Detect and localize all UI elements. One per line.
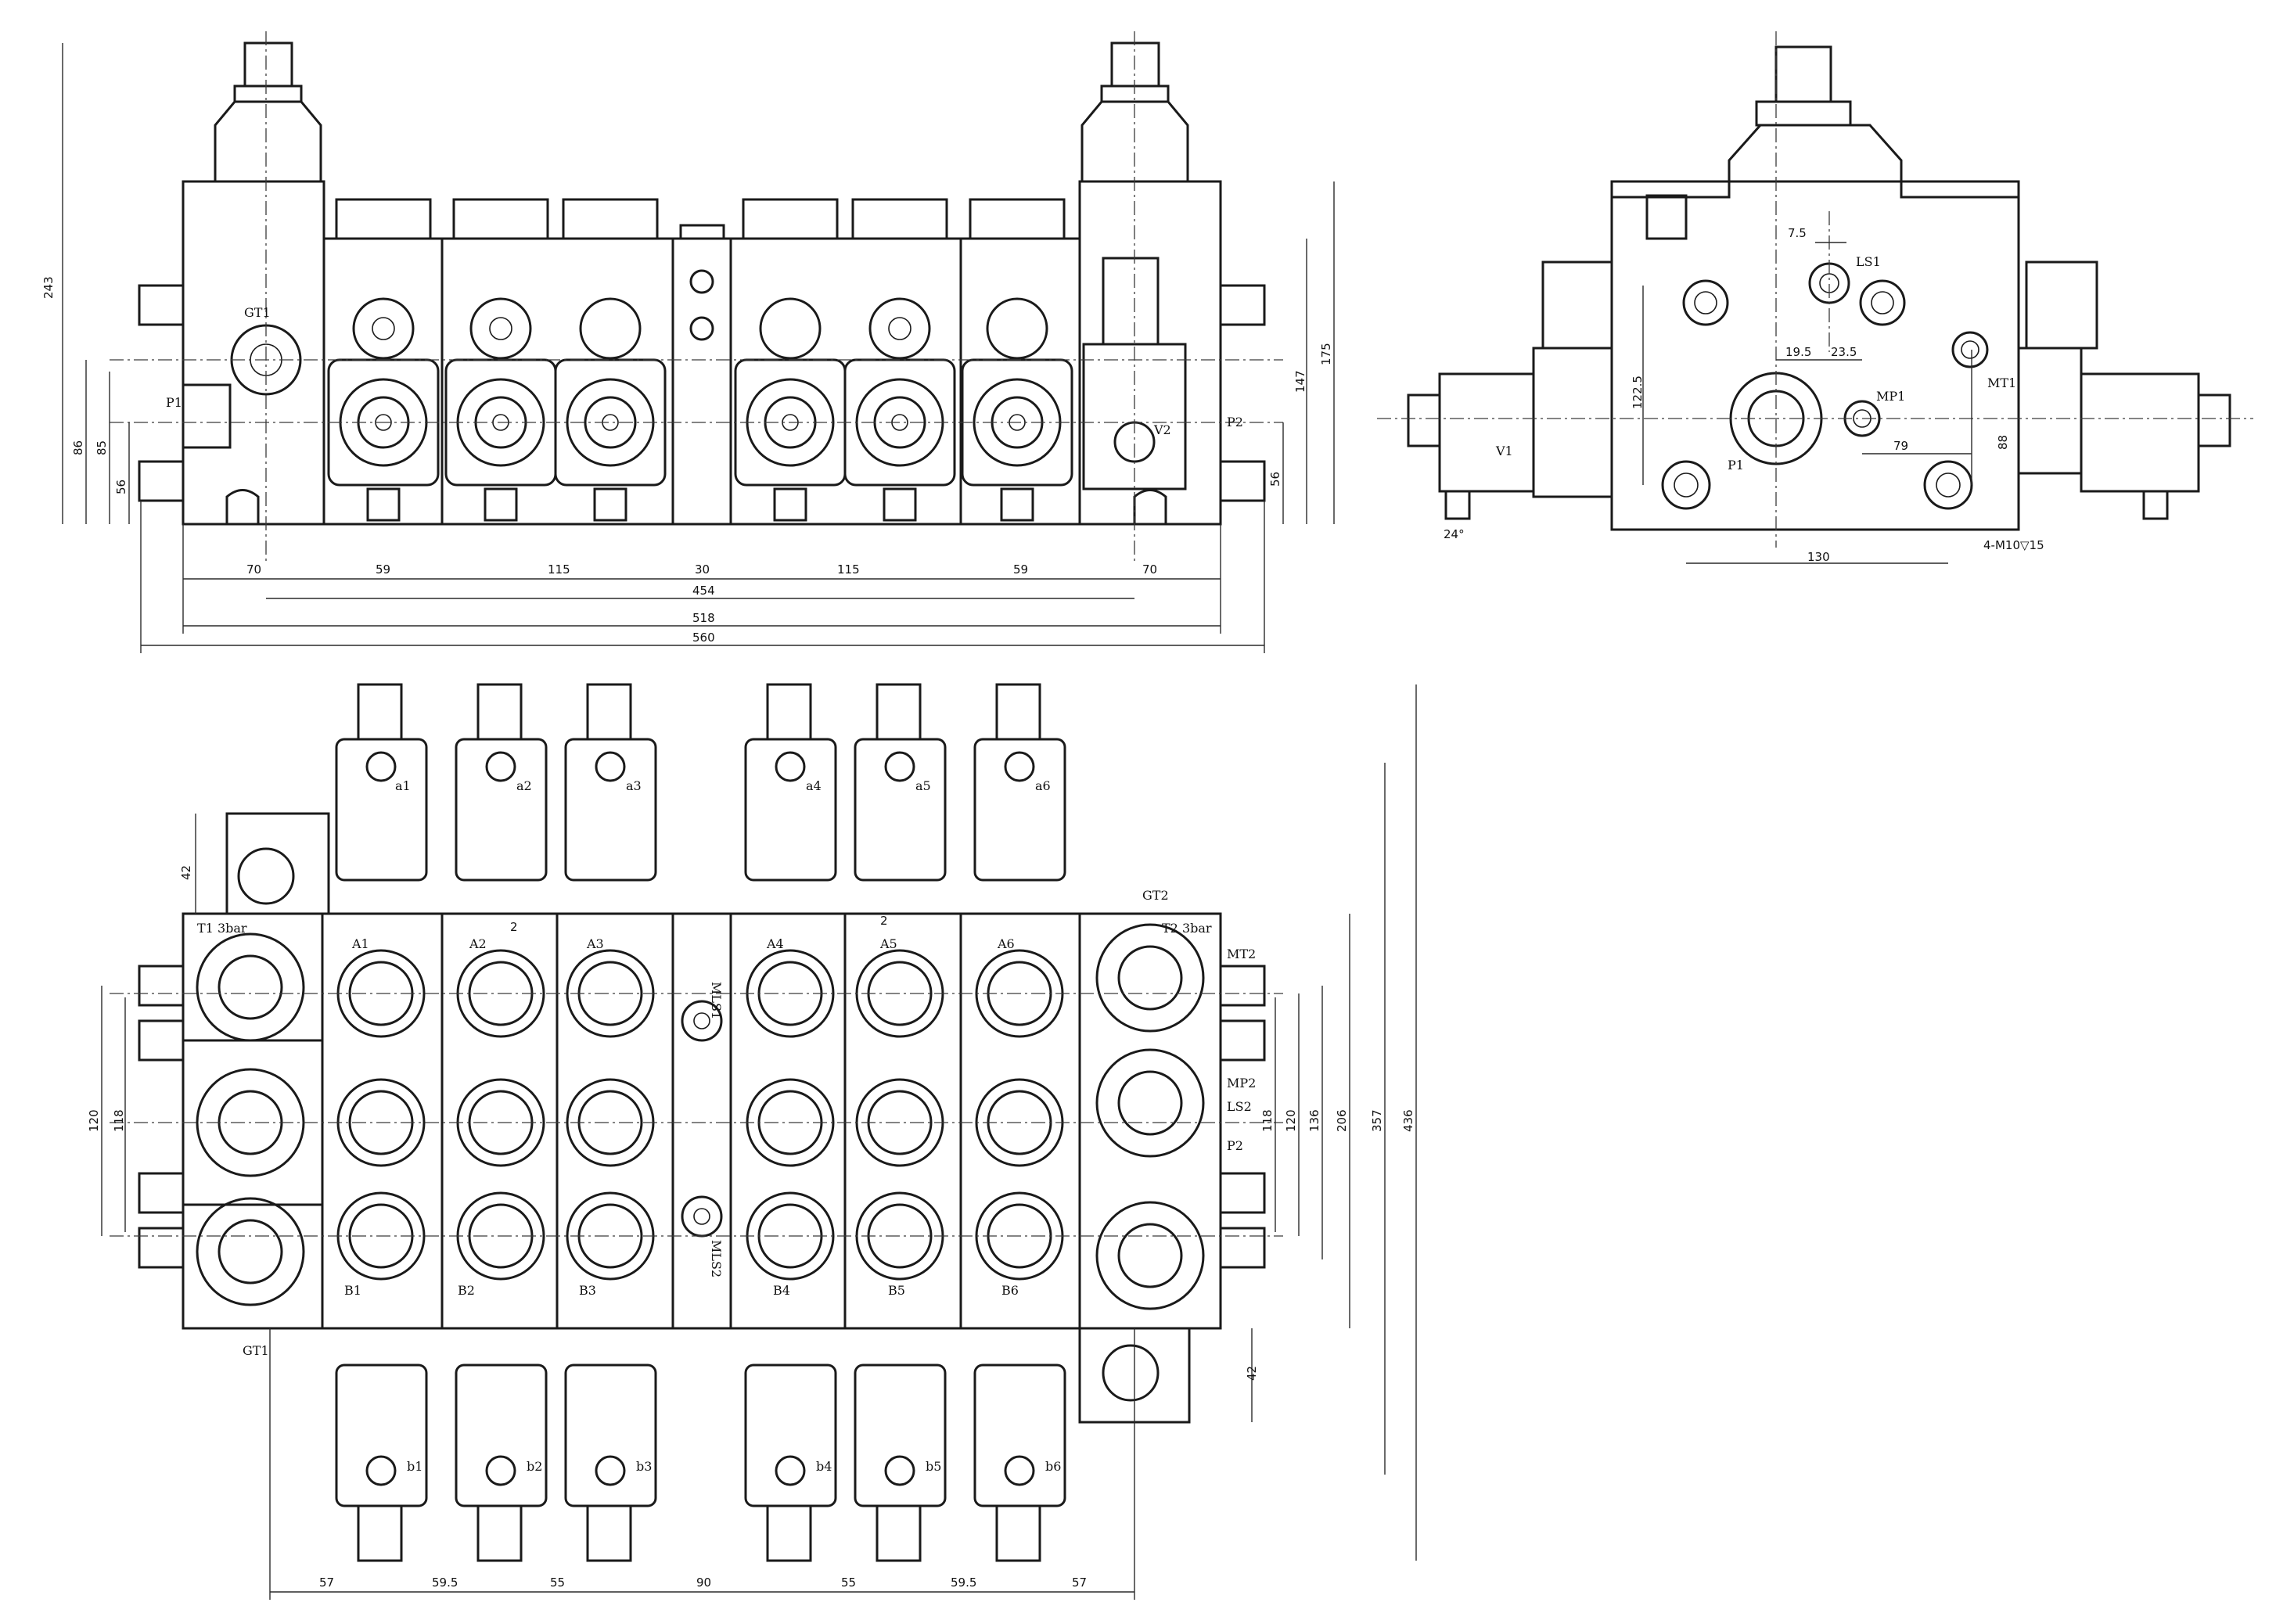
top-a5-label: a5 <box>915 778 931 793</box>
front-dim-bottom-2: 115 <box>548 562 570 577</box>
top-b1-label: b1 <box>407 1459 422 1474</box>
top-mls2-label: MLS2 <box>709 1240 724 1277</box>
side-mp1-label: MP1 <box>1876 389 1905 404</box>
top-a4-label: a4 <box>806 778 822 793</box>
top-A1-label: A1 <box>351 936 369 951</box>
top-mp2-label: MP2 <box>1227 1076 1256 1090</box>
top-dim-small-0: 2 <box>510 920 518 934</box>
top-B6-label: B6 <box>1001 1283 1019 1298</box>
front-dim-right-2: 56 <box>1268 472 1282 487</box>
side-mt1-label: MT1 <box>1987 375 2016 390</box>
side-dim-7: 4-M10▽15 <box>1983 538 2044 552</box>
top-t1-label: T1 3bar <box>197 921 247 936</box>
top-A6-label: A6 <box>997 936 1015 951</box>
top-dim-left-0: 42 <box>179 865 193 880</box>
top-dim-bottom-3: 90 <box>696 1575 711 1590</box>
top-p2-label: P2 <box>1227 1138 1243 1153</box>
front-dim-bottom-1: 59 <box>376 562 390 577</box>
side-view <box>1377 31 2253 564</box>
top-mls1-label: MLS1 <box>709 982 724 1019</box>
top-dim-right-0: 118 <box>1260 1109 1275 1132</box>
top-ls2-label: LS2 <box>1227 1099 1252 1114</box>
front-dim-left-2: 85 <box>95 440 109 455</box>
top-view <box>101 683 1417 1600</box>
top-a3-label: a3 <box>626 778 642 793</box>
top-dim-bottom-6: 57 <box>1072 1575 1087 1590</box>
side-dim-1: 19.5 <box>1785 345 1811 359</box>
top-dim-right-3: 206 <box>1335 1109 1349 1132</box>
top-A3-label: A3 <box>586 936 604 951</box>
side-dim-6: 130 <box>1807 550 1830 564</box>
top-dim-left-1: 120 <box>87 1109 101 1132</box>
front-dim-bottom-3: 30 <box>695 562 710 577</box>
top-b3-label: b3 <box>636 1459 652 1474</box>
top-mt2-label: MT2 <box>1227 947 1256 961</box>
side-dim-2: 23.5 <box>1831 345 1857 359</box>
front-dim-overall-1: 518 <box>692 611 715 625</box>
top-dim-bottom-4: 55 <box>841 1575 856 1590</box>
front-dim-bottom-4: 115 <box>837 562 860 577</box>
top-a1-label: a1 <box>395 778 411 793</box>
top-dim-small-1: 2 <box>880 914 888 928</box>
front-dim-overall-0: 454 <box>692 584 715 598</box>
front-dim-left-3: 56 <box>114 480 128 494</box>
top-dim-right-4: 357 <box>1370 1109 1384 1132</box>
front-dim-right-0: 175 <box>1319 343 1333 365</box>
front-dim-left-0: 243 <box>41 276 56 299</box>
top-a6-label: a6 <box>1035 778 1051 793</box>
top-B5-label: B5 <box>888 1283 905 1298</box>
top-dim-left-2: 118 <box>112 1109 126 1132</box>
top-B2-label: B2 <box>458 1283 475 1298</box>
front-view <box>62 31 1335 653</box>
front-dim-left-1: 86 <box>71 440 85 455</box>
top-b2-label: b2 <box>527 1459 542 1474</box>
top-dim-bottom-1: 59.5 <box>432 1575 458 1590</box>
front-gt1-label: GT1 <box>244 305 271 320</box>
front-p1-label: P1 <box>166 395 182 410</box>
front-dim-bottom-0: 70 <box>246 562 261 577</box>
side-dim-0: 7.5 <box>1788 226 1807 240</box>
top-B3-label: B3 <box>579 1283 596 1298</box>
top-dim-bottom-5: 59.5 <box>951 1575 976 1590</box>
front-p2-label: P2 <box>1227 415 1243 429</box>
top-t2-label: T2 3bar <box>1162 921 1212 936</box>
side-ls1-label: LS1 <box>1856 254 1881 269</box>
side-dim-4: 79 <box>1893 439 1908 453</box>
top-dim-bottom-0: 57 <box>319 1575 334 1590</box>
front-dim-right-1: 147 <box>1293 370 1307 393</box>
side-v1-label: V1 <box>1495 444 1513 458</box>
top-dim-bottom-2: 55 <box>550 1575 565 1590</box>
top-dim-right-1: 120 <box>1284 1109 1298 1132</box>
front-v2-label: V2 <box>1153 422 1171 437</box>
top-gt2-label: GT2 <box>1142 888 1169 903</box>
top-dim-right-2: 136 <box>1307 1109 1321 1132</box>
top-dim-bottom-right: 42 <box>1245 1366 1259 1381</box>
top-A4-label: A4 <box>766 936 784 951</box>
front-dim-overall-2: 560 <box>692 631 715 645</box>
side-p1-label: P1 <box>1728 458 1744 472</box>
top-b5-label: b5 <box>926 1459 941 1474</box>
front-dim-bottom-6: 70 <box>1142 562 1157 577</box>
top-b6-label: b6 <box>1045 1459 1061 1474</box>
side-dim-8: 24° <box>1444 527 1465 541</box>
top-a2-label: a2 <box>516 778 532 793</box>
top-A2-label: A2 <box>469 936 487 951</box>
top-b4-label: b4 <box>816 1459 832 1474</box>
top-B1-label: B1 <box>344 1283 361 1298</box>
top-A5-label: A5 <box>879 936 897 951</box>
top-dim-right-5: 436 <box>1401 1109 1415 1132</box>
front-dim-bottom-5: 59 <box>1013 562 1028 577</box>
side-dim-3: 122.5 <box>1631 375 1645 409</box>
top-B4-label: B4 <box>773 1283 790 1298</box>
top-gt1-label: GT1 <box>243 1343 269 1358</box>
side-dim-5: 88 <box>1996 435 2010 450</box>
